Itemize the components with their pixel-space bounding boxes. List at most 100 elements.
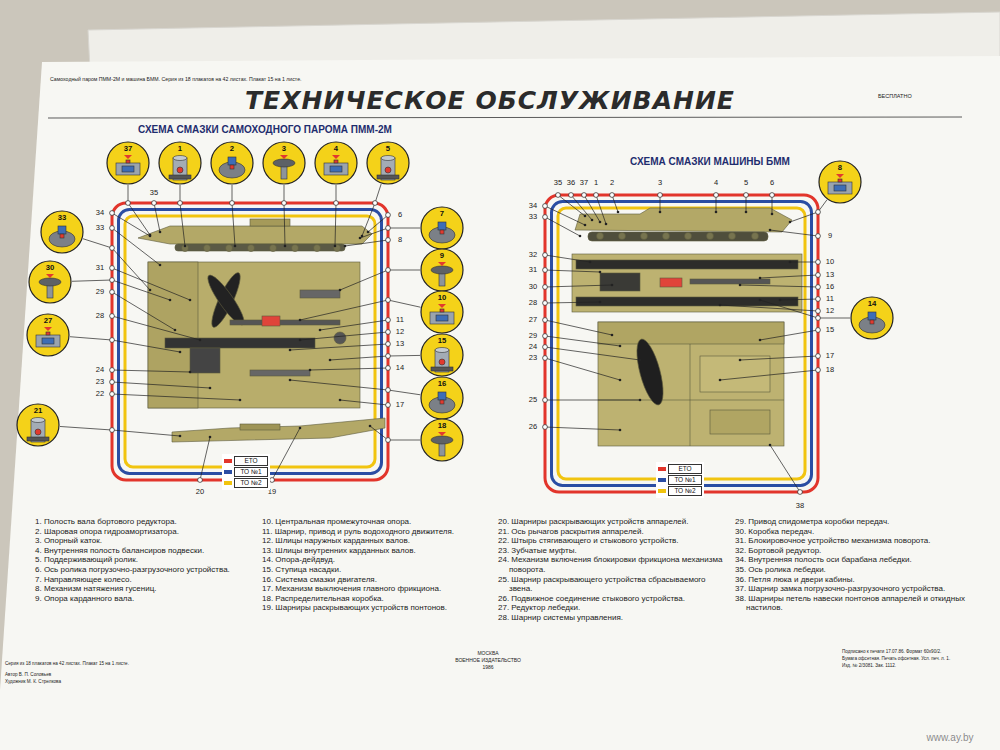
junction-dot [816,316,821,321]
imprint-note: Подписано к печати 17.07.86. Формат 60x9… [842,649,941,654]
callout-number: 5 [744,179,748,188]
junction-dot [386,298,391,303]
lubrication-point-marker [149,234,152,237]
leader-line [335,185,336,246]
callout-number: 18 [826,366,834,375]
junction-dot [543,215,548,220]
parts-list-item: 28. Шарнир системы управления. [498,613,730,623]
junction-dot [110,290,115,295]
lubrication-point-marker [299,339,302,342]
leader-line [770,230,818,236]
lubrication-frame [545,195,818,492]
lubrication-detail-drawing [332,155,340,159]
bmm-deck-plan [710,410,770,434]
bmm-deck-plan [598,322,784,344]
leader-line [760,330,818,340]
bmm-side-view [588,232,768,241]
parts-list-item: 36. Петля люка и двери кабины. [735,575,975,585]
leader-line [290,380,420,395]
ferry-side-view [314,245,321,252]
leader-line [362,184,381,236]
ferry-ramp-view [172,418,385,442]
callout-number: 17 [826,352,834,361]
lubrication-point-marker [289,349,292,352]
junction-dot [386,438,391,443]
junction-dot [543,334,548,339]
lubrication-point-circle: 5 [366,141,410,185]
junction-dot [386,388,391,393]
lubrication-detail-drawing [324,155,348,175]
lubrication-detail-drawing [431,432,453,456]
lubrication-point-marker [659,211,662,214]
legend-swatch [224,459,232,463]
callout-number: 2 [210,144,254,154]
lubrication-point-marker [611,334,614,337]
title-rule [48,117,962,118]
lubrication-detail-drawing [334,160,338,163]
lubrication-detail-drawing [324,163,348,175]
lubrication-point-marker [179,351,182,354]
junction-dot [386,330,391,335]
junction-dot [543,318,548,323]
parts-list-column: 29. Привод спидометра коробки передач.30… [735,517,975,613]
callout-number: 9 [828,232,832,241]
lubrication-detail-drawing [381,156,395,161]
callout-number: 13 [396,340,404,349]
junction-dot [569,193,574,198]
leader-line [596,195,606,224]
lubrication-detail-drawing [273,155,295,179]
junction-dot [543,268,548,273]
lubrication-point-marker [719,379,722,382]
imprint-note: Серия из 18 плакатов на 42 листах. Плака… [5,661,129,666]
callout-number: 24 [529,343,537,352]
lubrication-point-circle: 3 [262,141,306,185]
lubrication-point-marker [359,237,362,240]
legend-text: ТО №1 [668,475,702,485]
junction-dot [543,345,548,350]
callout-number: 14 [850,299,894,309]
poster-sheet [0,56,1000,750]
lubrication-detail-drawing [435,348,449,353]
bmm-deck-plan [598,322,784,446]
junction-dot [816,368,821,373]
leader-line [545,358,620,380]
callout-number: 29 [529,332,537,341]
lubrication-point-marker [584,215,587,218]
bmm-deck-plan [700,356,770,392]
lubrication-detail-drawing [377,175,399,179]
callout-number: 29 [96,288,104,297]
leader-line [154,203,160,232]
leader-line [310,368,388,370]
parts-list-item: 27. Редуктор лебедки. [498,603,730,613]
lubrication-detail-drawing [438,222,446,230]
lubrication-detail-drawing [440,230,444,234]
parts-list-item: 17. Механизм выключения главного фрикцио… [262,584,490,594]
lubrication-frame [112,195,818,492]
leader-line [290,344,388,350]
callout-number: 10 [826,258,834,267]
junction-dot [658,193,663,198]
imprint-note: Художник М. К. Стрелкова [5,679,61,684]
lubrication-detail-drawing [177,167,183,173]
callout-number: 7 [420,209,464,219]
callout-number: 25 [529,396,537,405]
leader-line [770,445,800,492]
imprint-note: МОСКВА [477,651,498,657]
lubrication-point-marker [239,399,242,402]
callout-number: 16 [826,283,834,292]
parts-list-item: 18. Распределительная коробка. [262,594,490,604]
imprint-note: БЕСПЛАТНО [878,93,912,99]
junction-dot [610,193,615,198]
lubrication-point-marker [367,231,370,234]
junction-dot [230,201,235,206]
lubrication-detail-drawing [263,142,305,184]
junction-dot [386,403,391,408]
callout-number: 33 [529,213,537,222]
ferry-side-view [248,245,255,252]
lubrication-detail-drawing [273,159,295,167]
lubrication-point-marker [739,284,742,287]
legend-swatch [224,470,232,474]
imprint-note: Бумага офсетная. Печать офсетная. Усл. п… [842,656,950,661]
lubrication-detail-drawing [49,226,75,247]
lubrication-point-marker [369,425,372,428]
